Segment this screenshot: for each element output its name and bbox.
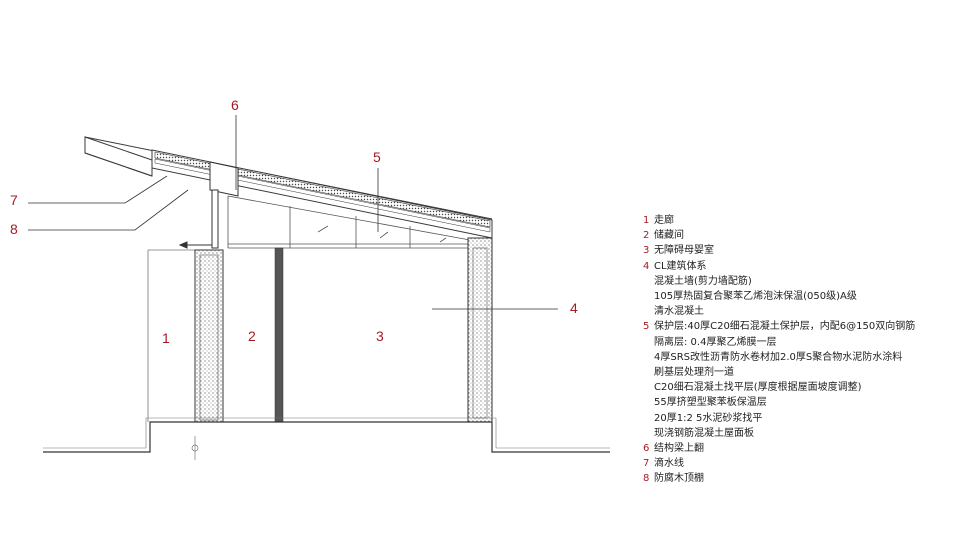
legend-number: 4 [643,260,650,272]
clerestory-glazing [227,195,471,249]
datum-marker [191,436,199,460]
legend-text: 保护层:40厚C20细石混凝土保护层，内配6@150双向钢筋 [654,321,916,333]
legend-text: 防腐木顶棚 [654,473,704,485]
callout-6: 6 [231,97,239,113]
wall-left [194,249,224,423]
legend-item: 7 滴水线 [643,456,961,471]
roof-insulation-layer [154,151,491,233]
legend-item: 8 防腐木顶棚 [643,471,961,486]
legend-item: 4 CL建筑体系 [643,259,961,274]
legend-text: 结构梁上翻 [654,443,704,455]
legend-text: 滴水线 [654,458,684,470]
legend-subitem: 清水混凝土 [654,306,704,318]
room-label-1: 1 [162,330,170,346]
legend-item: 3 无障碍母婴室 [643,243,961,258]
corridor-outline [147,249,195,422]
callout-5: 5 [373,149,381,165]
ground-line [43,417,610,453]
legend-number: 6 [643,443,650,455]
legend-subitem: C20细石混凝土找平层(厚度根据屋面坡度调整) [654,382,862,394]
upturned-beam [209,161,239,197]
callout-7: 7 [10,192,18,208]
callout-4: 4 [570,300,578,316]
legend-number: 3 [643,245,650,257]
wall-partition [274,247,284,423]
wall-right [467,237,493,423]
legend-subitem: 混凝土墙(剪力墙配筋) [654,275,752,287]
legend-subitem: 刷基层处理剂一道 [654,367,734,379]
ceiling-arrow [178,241,212,249]
legend-item: 1 走廊 [643,213,961,228]
legend-item: 2 储藏间 [643,228,961,243]
legend-text: CL建筑体系 [654,260,707,272]
legend: 1 走廊 2 储藏间 3 无障碍母婴室 4 CL建筑体系混凝土墙(剪力墙配筋) 105厚热固复合… [643,213,961,487]
legend-number: 5 [643,321,650,333]
room-label-3: 3 [376,328,384,344]
legend-number: 8 [643,473,650,485]
legend-subitem: 55厚挤塑型聚苯板保温层 [654,397,767,409]
legend-item: 5 保护层:40厚C20细石混凝土保护层，内配6@150双向钢筋 [643,319,961,334]
ceiling-post [211,189,219,249]
legend-subitem: 20厚1:2 5水泥砂浆找平 [654,412,763,424]
legend-subitem: 105厚热固复合聚苯乙烯泡沫保温(050级)A级 [654,291,857,303]
leader-lines [28,115,558,310]
legend-text: 走廊 [654,215,674,226]
legend-number: 2 [643,230,650,242]
legend-text: 无障碍母婴室 [654,245,714,257]
room-label-2: 2 [248,328,256,344]
callout-8: 8 [10,221,18,237]
legend-subitem: 隔离层: 0.4厚聚乙烯膜一层 [654,336,777,348]
legend-subitem: 现浇钢筋混凝土屋面板 [654,427,754,439]
legend-item: 6 结构梁上翻 [643,441,961,456]
legend-number: 1 [643,215,650,226]
legend-text: 储藏间 [654,230,684,242]
legend-subitem: 4厚SRS改性沥青防水卷材加2.0厚S聚合物水泥防水涂料 [654,351,903,363]
legend-number: 7 [643,458,650,470]
